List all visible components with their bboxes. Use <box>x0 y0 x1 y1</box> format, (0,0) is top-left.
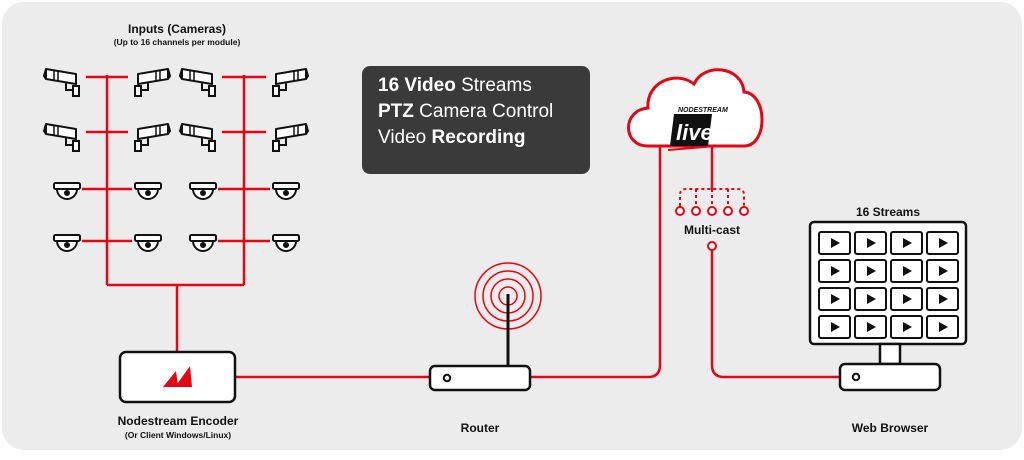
router-label: Router <box>460 421 500 435</box>
web-browser-label: Web Browser <box>851 421 929 435</box>
network-wiring <box>235 146 840 379</box>
stream-tile-play-icon <box>926 231 959 255</box>
stream-tile-play-icon <box>890 231 923 255</box>
stream-tile-play-icon <box>818 315 851 339</box>
stream-tile-play-icon <box>926 259 959 283</box>
router-device <box>428 262 542 392</box>
stream-tile-play-icon <box>890 287 923 311</box>
encoder-device <box>118 350 237 404</box>
feature-video-recording: Video Recording <box>378 127 526 148</box>
stream-tile-play-icon <box>890 259 923 283</box>
stream-tile-play-icon <box>926 315 959 339</box>
encoder-sublabel: (Or Client Windows/Linux) <box>124 430 232 440</box>
streams-label: 16 Streams <box>855 205 921 219</box>
feature-video-streams: 16 Video Streams <box>378 75 532 96</box>
web-browser-device <box>808 220 968 392</box>
stream-tile-play-icon <box>818 259 851 283</box>
feature-ptz-control: PTZ Camera Control <box>378 101 554 122</box>
cloud-icon: NODESTREAM live <box>627 68 764 151</box>
multicast-nodes <box>675 206 749 251</box>
stream-tile-play-icon <box>818 287 851 311</box>
cloud-logo-main: live <box>676 120 713 145</box>
inputs-subtitle: (Up to 16 channels per module) <box>113 37 241 47</box>
stream-tile-play-icon <box>854 259 887 283</box>
stream-tile-play-icon <box>818 231 851 255</box>
stream-tile-play-icon <box>890 315 923 339</box>
camera-icons-bullet <box>43 68 309 152</box>
inputs-title: Inputs (Cameras) <box>127 22 227 36</box>
camera-wiring <box>82 75 270 352</box>
stream-tile-play-icon <box>926 287 959 311</box>
stream-tile-play-icon <box>854 287 887 311</box>
multicast-fan <box>679 188 745 206</box>
features-box: 16 Video Streams PTZ Camera Control Vide… <box>362 66 590 174</box>
encoder-label: Nodestream Encoder <box>117 414 239 428</box>
stream-tile-play-icon <box>854 231 887 255</box>
cloud-logo-top: NODESTREAM <box>678 107 728 114</box>
multicast-label: Multi-cast <box>683 223 740 237</box>
stream-tile-play-icon <box>854 315 887 339</box>
nodestream-live-logo: NODESTREAM live <box>667 107 728 151</box>
